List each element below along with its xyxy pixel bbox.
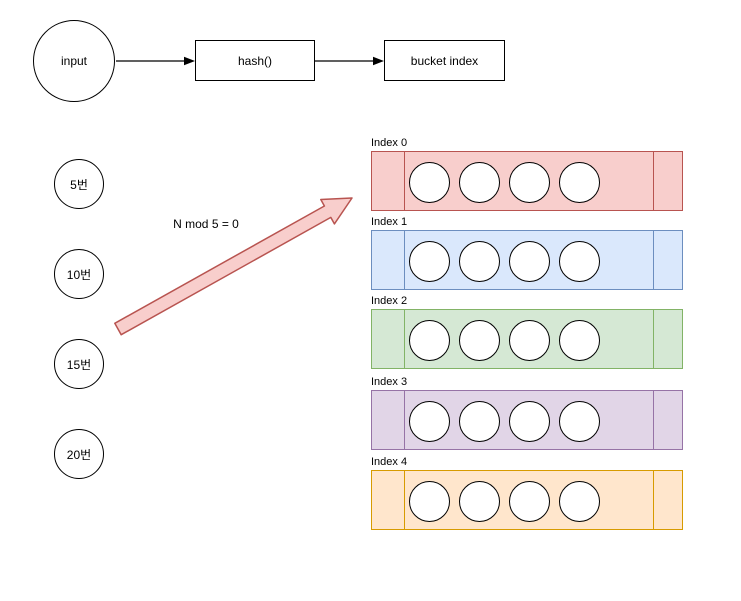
bucket-cell-divider <box>653 391 654 449</box>
bucket-slot-circle <box>459 481 500 522</box>
bucket-slot-circle <box>409 481 450 522</box>
bucket-label: Index 0 <box>371 137 408 149</box>
bucket-slot-circle <box>559 481 600 522</box>
bucket-slot-circle <box>509 481 550 522</box>
bucket-slot-circle <box>459 241 500 282</box>
hash-node: hash() <box>195 40 315 81</box>
bucket-slot-circle <box>459 162 500 203</box>
input-item: 20번 <box>54 429 104 479</box>
mod-annotation: N mod 5 = 0 <box>173 217 239 231</box>
bucket-slot-circle <box>559 320 600 361</box>
bucket-cell-divider <box>653 310 654 368</box>
bucket-slot-circle <box>409 401 450 442</box>
bucket-index-node: bucket index <box>384 40 505 81</box>
bucket-cell-divider <box>404 391 405 449</box>
bucket-slot-circle <box>509 320 550 361</box>
bucket-label: Index 2 <box>371 295 408 307</box>
bucket-row <box>371 230 683 290</box>
bucket-cell-divider <box>653 471 654 529</box>
bucket-slot-circle <box>509 241 550 282</box>
arrow-hash-to-bucket-index <box>315 56 384 66</box>
bucket-cell-divider <box>404 471 405 529</box>
bucket-row <box>371 390 683 450</box>
input-item: 15번 <box>54 339 104 389</box>
bucket-cell-divider <box>404 152 405 210</box>
bucket-slot-circle <box>409 162 450 203</box>
bucket-cell-divider <box>404 310 405 368</box>
bucket-label: Index 3 <box>371 376 408 388</box>
bucket-slot-circle <box>509 162 550 203</box>
bucket-slot-circle <box>559 241 600 282</box>
bucket-slot-circle <box>559 401 600 442</box>
bucket-cell-divider <box>653 231 654 289</box>
arrow-input-to-hash <box>116 56 195 66</box>
bucket-slot-circle <box>559 162 600 203</box>
input-item: 5번 <box>54 159 104 209</box>
bucket-slot-circle <box>409 241 450 282</box>
bucket-slot-circle <box>509 401 550 442</box>
highlight-arrow <box>114 197 353 336</box>
bucket-label: Index 1 <box>371 216 408 228</box>
bucket-row <box>371 151 683 211</box>
bucket-cell-divider <box>653 152 654 210</box>
bucket-row <box>371 470 683 530</box>
input-item: 10번 <box>54 249 104 299</box>
bucket-slot-circle <box>409 320 450 361</box>
bucket-row <box>371 309 683 369</box>
bucket-slot-circle <box>459 401 500 442</box>
bucket-cell-divider <box>404 231 405 289</box>
bucket-slot-circle <box>459 320 500 361</box>
input-node: input <box>33 20 115 102</box>
bucket-label: Index 4 <box>371 456 408 468</box>
